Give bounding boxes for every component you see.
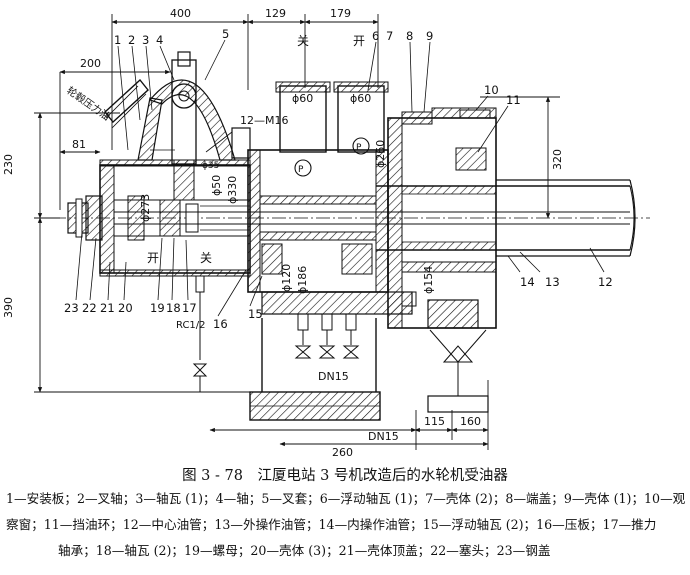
dim-160: 160	[460, 415, 481, 428]
part-number-5: 5	[222, 27, 229, 41]
parts-legend: 1—安装板；2—叉轴；3—轴瓦 (1)；4—轴；5—叉套；6—浮动轴瓦 (1)；…	[6, 486, 686, 564]
dim-320: 320	[551, 149, 564, 170]
part-number-20: 20	[118, 301, 133, 315]
legend-line-3: 轴承；18—轴瓦 (2)；19—螺母；20—壳体 (3)；21—壳体顶盖；22—…	[58, 543, 551, 558]
label-guan-top: 关	[297, 34, 309, 48]
dim-260: 260	[332, 446, 353, 459]
part-number-13: 13	[545, 275, 560, 289]
dimension-texts: 400 129 179 200 81 230 390 320 115 160 2…	[2, 7, 564, 459]
legend-line-1: 1—安装板；2—叉轴；3—轴瓦 (1)；4—轴；5—叉套；6—浮动轴瓦 (1)；…	[6, 491, 686, 506]
part-number-18: 18	[166, 301, 181, 315]
dim-dn15-lower: DN15	[368, 430, 399, 443]
dim-phi50: ϕ50	[210, 175, 223, 196]
part-number-9: 9	[426, 29, 433, 43]
dim-m16: 12—M16	[240, 114, 289, 127]
part-number-2: 2	[128, 33, 135, 47]
legend-line-2: 察窗；11—挡油环；12—中心油管；13—外操作油管；14—内操作油管；15—浮…	[6, 517, 657, 532]
leader-lines	[75, 39, 605, 317]
dim-230: 230	[2, 154, 15, 175]
part-number-22: 22	[82, 301, 97, 315]
part-numbers: 1 2 3 4 5 6 7 8 9 10 11 12 13 14 15 16 1…	[64, 27, 613, 331]
dim-129: 129	[265, 7, 286, 20]
part-number-3: 3	[142, 33, 149, 47]
part-number-23: 23	[64, 301, 79, 315]
dim-81: 81	[72, 138, 86, 151]
figure-caption: 图 3 - 78 江厦电站 3 号机改造后的水轮机受油器	[182, 468, 508, 484]
dim-179: 179	[330, 7, 351, 20]
dim-200: 200	[80, 57, 101, 70]
fork-linkage	[104, 51, 251, 201]
label-hub-pressure-oil: 轮毂压力油	[64, 84, 112, 123]
oil-receiver-drawing: 400 129 179 200 81 230 390 320 115 160 2…	[2, 7, 650, 459]
part-number-11: 11	[506, 93, 521, 107]
part-number-10: 10	[484, 83, 499, 97]
part-number-12: 12	[598, 275, 613, 289]
part-number-14: 14	[520, 275, 535, 289]
part-number-17: 17	[182, 301, 197, 315]
dim-dn15-upper: DN15	[318, 370, 349, 383]
dim-phi60-left: ϕ60	[292, 92, 313, 105]
part-number-19: 19	[150, 301, 165, 315]
part-number-6: 6	[372, 29, 379, 43]
dim-400: 400	[170, 7, 191, 20]
dim-phi154: ϕ154	[422, 266, 435, 294]
dim-390: 390	[2, 297, 15, 318]
label-kai-top: 开	[353, 34, 365, 48]
label-p-left: P	[298, 165, 304, 175]
dim-phi120: ϕ120	[280, 264, 293, 292]
label-kai-low: 开	[147, 251, 159, 265]
dim-phi273: ϕ273	[139, 194, 152, 222]
right-housing	[387, 107, 497, 413]
part-number-15: 15	[248, 307, 263, 321]
dim-phi260: ϕ260	[374, 140, 387, 168]
dim-phi330: ϕ330	[226, 176, 239, 204]
dim-rc12: RC1/2	[176, 320, 206, 331]
dim-phi60-right: ϕ60	[350, 92, 371, 105]
label-p-right: P	[356, 143, 362, 153]
part-number-16: 16	[213, 317, 228, 331]
drawing-area: 400 129 179 200 81 230 390 320 115 160 2…	[2, 7, 650, 459]
dim-115: 115	[424, 415, 445, 428]
shafts	[114, 179, 636, 257]
dim-phi35: ϕ35	[202, 161, 219, 171]
part-number-21: 21	[100, 301, 115, 315]
label-guan-low: 关	[200, 251, 212, 265]
dim-phi186: ϕ186	[296, 266, 309, 294]
part-number-1: 1	[114, 33, 121, 47]
part-number-8: 8	[406, 29, 413, 43]
part-number-4: 4	[156, 33, 163, 47]
part-number-7: 7	[386, 29, 393, 43]
